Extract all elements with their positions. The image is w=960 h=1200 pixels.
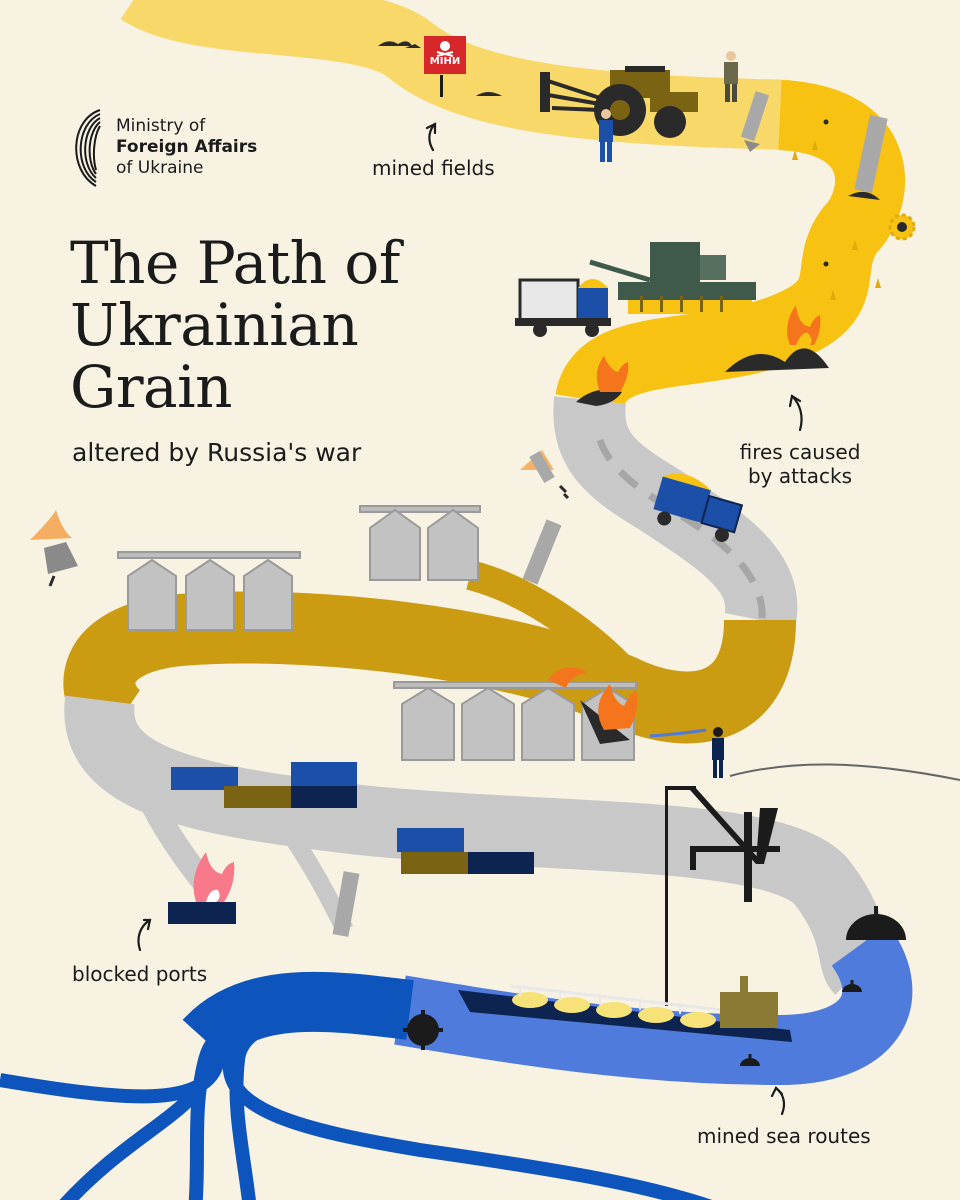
grain-silo-icon: [461, 686, 515, 761]
port-segment: [64, 695, 891, 995]
cargo-container-group: [168, 762, 534, 924]
mine-sign-label: МІНИ: [429, 56, 461, 67]
missile-icon: [740, 91, 770, 152]
missile-icon: [520, 450, 570, 500]
farmer-icon: [599, 109, 613, 162]
cargo-container-icon: [291, 786, 357, 808]
grain-silo-icon: [401, 686, 455, 761]
sea-mine-icon: [846, 906, 906, 940]
grain-silo-icon: [427, 508, 479, 581]
ocean-segment: [182, 971, 414, 1062]
grain-silo-icon: [185, 558, 235, 631]
label-fires: fires caused by attacks: [739, 440, 861, 488]
missile-icon: [332, 871, 360, 937]
cargo-container-icon: [397, 828, 464, 852]
sea-mine-group: [403, 906, 906, 1066]
tractor-icon: [540, 66, 698, 138]
firefighter-icon: [649, 727, 960, 781]
arrow-icon: [770, 1086, 786, 1116]
ministry-name-line3: of Ukraine: [116, 158, 204, 178]
sunflower-icon: [820, 116, 916, 270]
fire-icon: [725, 305, 829, 372]
page-subtitle: altered by Russia's war: [72, 438, 362, 467]
page-title: The Path of Ukrainian Grain: [70, 229, 400, 421]
grain-truck-icon: [515, 278, 611, 337]
cargo-container-icon: [291, 762, 357, 786]
grain-silo-icon: [243, 558, 293, 631]
arrow-icon: [137, 918, 152, 952]
grain-silo-icon: [127, 558, 177, 631]
cargo-container-icon: [401, 852, 468, 874]
grain-silo-icon: [521, 686, 575, 761]
grain-silo-group: [359, 505, 481, 581]
arrow-icon: [425, 122, 437, 152]
ministry-logo-icon: [75, 109, 101, 187]
cargo-ship-icon: [458, 976, 792, 1042]
cargo-container-icon: [468, 852, 534, 874]
ministry-name-line2: Foreign Affairs: [116, 137, 258, 157]
missile-icon: [522, 519, 562, 585]
combine-harvester-icon: [589, 242, 756, 314]
label-mined-sea-routes: mined sea routes: [697, 1124, 871, 1148]
sea-mine-icon: [403, 1010, 443, 1050]
annotation-arrows: [137, 122, 803, 1116]
grain-path: [63, 0, 913, 1086]
cargo-container-icon: [171, 767, 238, 790]
sea-mine-icon: [842, 980, 862, 992]
missile-icon: [30, 510, 78, 587]
ministry-name: Ministry of Foreign Affairs of Ukraine: [116, 116, 257, 179]
label-mined-fields: mined fields: [372, 156, 495, 180]
storage-segment: [63, 591, 796, 750]
storage-branch: [466, 560, 652, 700]
ministry-name-line1: Ministry of: [116, 116, 206, 136]
arrow-icon: [788, 394, 803, 432]
grain-silo-group: [393, 681, 637, 761]
fire-icon: [576, 356, 629, 406]
field-segment-bright: [555, 80, 905, 410]
sea-mine-icon: [740, 1054, 760, 1066]
fire-icon: [548, 667, 638, 744]
skull-icon: [436, 41, 454, 57]
soldier-icon: [724, 51, 738, 102]
cargo-container-icon: [168, 902, 236, 924]
grain-silo-icon: [369, 508, 421, 581]
label-blocked-ports: blocked ports: [72, 962, 208, 986]
port-crane-icon: [665, 786, 780, 1006]
sea-segment: [394, 924, 913, 1086]
landmines: [378, 41, 502, 96]
grain-silo-group: [117, 551, 301, 631]
missile-icon: [848, 114, 888, 200]
cargo-container-icon: [224, 786, 291, 808]
dump-truck-icon: [653, 473, 744, 543]
mine-warning-sign-icon: [424, 36, 466, 97]
fire-icon: [193, 852, 235, 902]
